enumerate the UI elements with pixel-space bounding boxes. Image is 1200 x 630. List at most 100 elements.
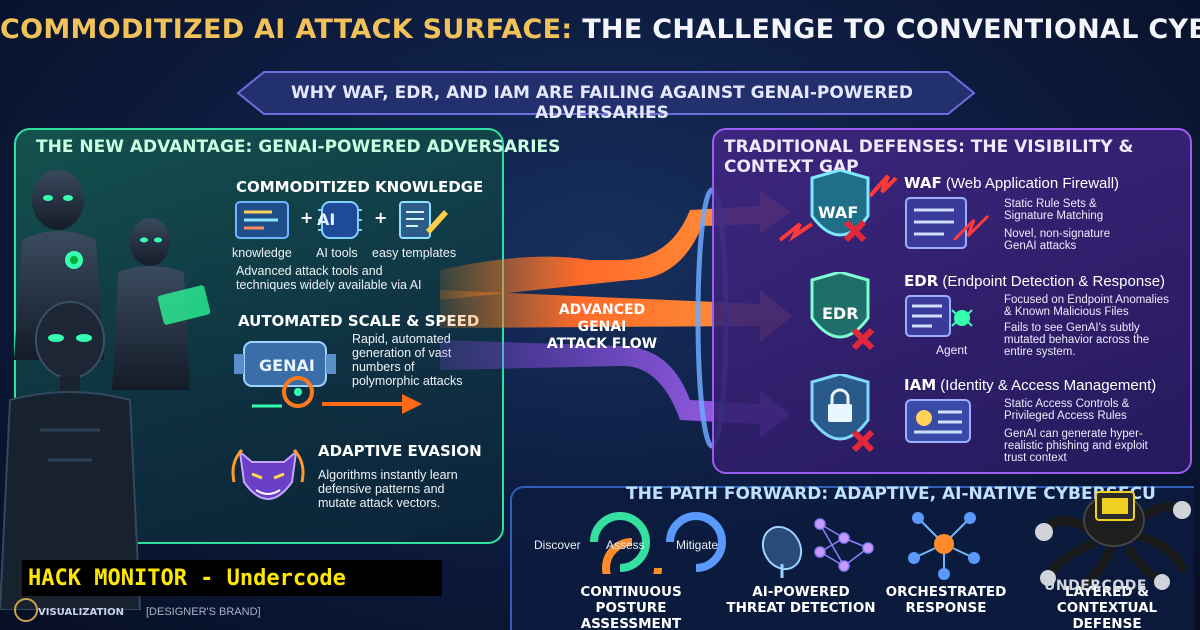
waf-point-1a: Static Rule Sets & — [1004, 198, 1097, 210]
watermark-text: UNDERCODE — [1044, 578, 1147, 594]
evasion-desc-1: Algorithms instantly learn — [318, 468, 458, 482]
lightning-icon-2 — [868, 174, 898, 198]
cycle-mitigate: Mitigate — [676, 538, 719, 552]
evasion-heading: ADAPTIVE EVASION — [318, 442, 482, 460]
waf-heading: WAF (Web Application Firewall) — [904, 174, 1119, 192]
edr-acronym: EDR — [904, 272, 939, 290]
edr-shield-label: EDR — [822, 304, 859, 323]
engine-label: GENAI — [259, 356, 315, 375]
x-mark-icon-iam — [851, 429, 875, 453]
hack-monitor-banner — [22, 560, 442, 596]
scale-heading: AUTOMATED SCALE & SPEED — [238, 312, 480, 330]
plus-sign-1: + — [300, 208, 314, 227]
edr-fullname: (Endpoint Detection & Response) — [942, 273, 1166, 290]
waf-shield-label: WAF — [818, 203, 859, 222]
scale-desc-1: Rapid, automated — [352, 332, 451, 346]
knowledge-desc-2: techniques widely available via AI — [236, 278, 422, 292]
edr-point-2a: Fails to see GenAI's subtly — [1004, 322, 1140, 334]
subtitle: WHY WAF, EDR, AND IAM ARE FAILING AGAINS… — [290, 83, 914, 123]
radar-dish-icon — [761, 525, 803, 578]
layered-line-2: CONTEXTUAL DEFENSE — [1056, 600, 1158, 630]
cycle-discover: Discover — [534, 538, 581, 552]
iam-point-1a: Static Access Controls & — [1004, 398, 1130, 410]
orchestrated-response-label: ORCHESTRATED RESPONSE — [884, 584, 1008, 616]
lightning-icon — [778, 222, 814, 242]
waf-fullname: (Web Application Firewall) — [945, 175, 1120, 192]
x-mark-icon-edr — [851, 327, 875, 351]
plus-sign-2: + — [374, 208, 388, 227]
flow-label-line-1: ADVANCED GENAI — [558, 302, 646, 335]
posture-assessment-label: CONTINUOUS POSTURE ASSESSMENT — [546, 584, 716, 630]
scale-desc-2: generation of vast — [352, 346, 452, 360]
engine-icon — [234, 341, 422, 414]
evasion-desc-3: mutate attack vectors. — [318, 496, 441, 510]
response-line-1: ORCHESTRATED — [885, 584, 1007, 600]
robot-figures — [0, 170, 211, 610]
templates-label: easy templates — [372, 246, 457, 260]
iam-point-2a: GenAI can generate hyper- — [1004, 428, 1143, 440]
title-highlight: COMMODITIZED AI ATTACK SURFACE: — [0, 14, 573, 45]
cycle-arrows-icon — [590, 512, 726, 574]
posture-line-2: POSTURE ASSESSMENT — [580, 600, 682, 630]
iam-point-2c: trust context — [1004, 452, 1067, 464]
orchestration-hub-icon — [908, 512, 980, 580]
demon-mask-icon — [231, 448, 305, 500]
left-panel-title: THE NEW ADVANTAGE: GENAI-POWERED ADVERSA… — [36, 137, 561, 157]
template-doc-icon — [399, 201, 448, 239]
waf-point-2a: Novel, non-signature — [1004, 228, 1111, 240]
ai-chip-icon — [318, 201, 362, 239]
robot-front-icon — [0, 301, 142, 610]
iam-shield-group — [810, 374, 875, 453]
right-panel-title: TRADITIONAL DEFENSES: THE VISIBILITY & C… — [724, 137, 1134, 177]
footer-visualization: VISUALIZATION — [38, 607, 124, 618]
robot-middle-icon — [112, 218, 211, 390]
octopus-hacker-logo — [1035, 491, 1191, 590]
title-rest: THE CHALLENGE TO CONVENTIONAL CYBERSECUR… — [582, 14, 1200, 45]
knowledge-desc-1: Advanced attack tools and — [236, 264, 383, 278]
flow-label: ADVANCED GENAI ATTACK FLOW — [540, 302, 664, 353]
threat-line-1: AI-POWERED — [752, 584, 850, 600]
edr-heading: EDR (Endpoint Detection & Response) — [904, 272, 1165, 290]
cycle-assess: Assess — [606, 538, 645, 552]
threat-detection-label: AI-POWERED THREAT DETECTION — [726, 584, 876, 616]
waf-point-2b: GenAI attacks — [1004, 240, 1077, 252]
threat-line-2: THREAT DETECTION — [726, 600, 876, 616]
hack-monitor-text: HACK MONITOR - Undercode — [28, 566, 346, 591]
footer-brand: [DESIGNER'S BRAND] — [146, 606, 261, 618]
scale-desc-4: polymorphic attacks — [352, 374, 463, 388]
waf-point-1b: Signature Matching — [1004, 210, 1104, 222]
edr-point-1b: & Known Malicious Files — [1004, 306, 1129, 318]
agent-bug-icon — [905, 295, 973, 337]
waf-shield-group — [778, 170, 898, 243]
x-mark-icon — [843, 219, 867, 243]
knowledge-item-label: knowledge — [232, 246, 292, 260]
neural-net-icon — [814, 518, 874, 572]
response-line-2: RESPONSE — [905, 600, 987, 616]
shield-waf-icon — [810, 170, 870, 237]
edr-point-2b: mutated behavior across the — [1004, 334, 1150, 346]
iam-fullname: (Identity & Access Management) — [940, 377, 1157, 394]
iam-point-2b: realistic phishing and exploit — [1004, 440, 1148, 452]
iam-heading: IAM (Identity & Access Management) — [904, 376, 1156, 394]
edr-shield-group — [810, 272, 875, 351]
page-title: COMMODITIZED AI ATTACK SURFACE: THE CHAL… — [0, 14, 1200, 45]
layered-defense-label: LAYERED & CONTEXTUAL DEFENSE — [1024, 584, 1190, 630]
edr-point-1a: Focused on Endpoint Anomalies — [1004, 294, 1169, 306]
subtitle-banner — [236, 71, 976, 115]
flow-label-line-2: ATTACK FLOW — [546, 336, 658, 352]
code-window-icon — [235, 201, 289, 239]
knowledge-icons — [235, 201, 448, 239]
brand-logo-icon — [14, 598, 38, 622]
knowledge-heading: COMMODITIZED KNOWLEDGE — [236, 178, 484, 196]
ai-tools-label: AI tools — [316, 246, 358, 260]
id-card-icon — [905, 399, 971, 443]
waf-acronym: WAF — [904, 174, 942, 192]
rule-list-icon — [905, 197, 990, 249]
evasion-desc-2: defensive patterns and — [318, 482, 445, 496]
edr-point-2c: entire system. — [1004, 346, 1076, 358]
ai-chip-label: AI — [317, 210, 336, 229]
iam-point-1b: Privileged Access Rules — [1004, 410, 1127, 422]
shield-edr-icon — [810, 272, 870, 339]
iam-acronym: IAM — [904, 376, 937, 394]
